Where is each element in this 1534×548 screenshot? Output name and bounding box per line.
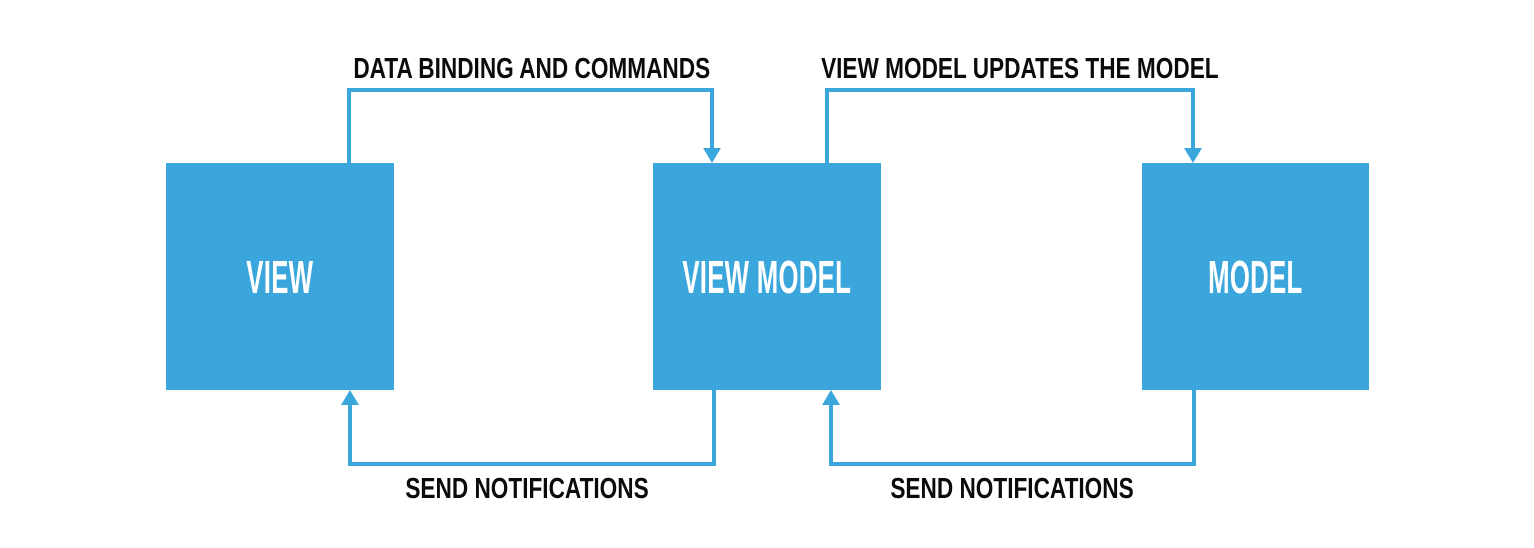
arrow-label-text: SEND NOTIFICATIONS — [405, 473, 649, 505]
arrow-segment — [825, 88, 1195, 92]
arrow-label-text: VIEW MODEL UPDATES THE MODEL — [821, 53, 1219, 85]
arrow-segment — [348, 404, 352, 466]
arrow-label-text: DATA BINDING AND COMMANDS — [353, 53, 711, 85]
arrow-label-text: SEND NOTIFICATIONS — [890, 473, 1134, 505]
arrow-segment — [1192, 390, 1196, 466]
box-model: MODEL — [1142, 163, 1369, 390]
box-view: VIEW — [166, 163, 394, 390]
box-view-model-label: VIEW MODEL — [682, 250, 852, 303]
arrow-segment — [710, 88, 714, 150]
arrow-label-notify-view-model: SEND NOTIFICATIONS — [762, 472, 1262, 506]
arrowhead-down-icon — [703, 148, 721, 163]
arrow-label-notify-view: SEND NOTIFICATIONS — [277, 472, 777, 506]
arrow-segment — [347, 88, 351, 163]
arrowhead-up-icon — [341, 390, 359, 405]
arrow-segment — [1191, 88, 1195, 150]
arrowhead-up-icon — [822, 390, 840, 405]
arrow-segment — [347, 88, 714, 92]
box-model-label: MODEL — [1208, 250, 1303, 303]
box-view-label: VIEW — [246, 250, 314, 303]
arrow-label-data-binding: DATA BINDING AND COMMANDS — [282, 52, 782, 86]
arrow-segment — [829, 404, 833, 466]
box-view-model: VIEW MODEL — [653, 163, 881, 390]
arrow-segment — [829, 462, 1196, 466]
arrowhead-down-icon — [1184, 148, 1202, 163]
arrow-label-vm-updates-model: VIEW MODEL UPDATES THE MODEL — [765, 52, 1265, 86]
arrow-segment — [825, 88, 829, 163]
arrow-segment — [348, 462, 716, 466]
arrow-segment — [712, 390, 716, 466]
